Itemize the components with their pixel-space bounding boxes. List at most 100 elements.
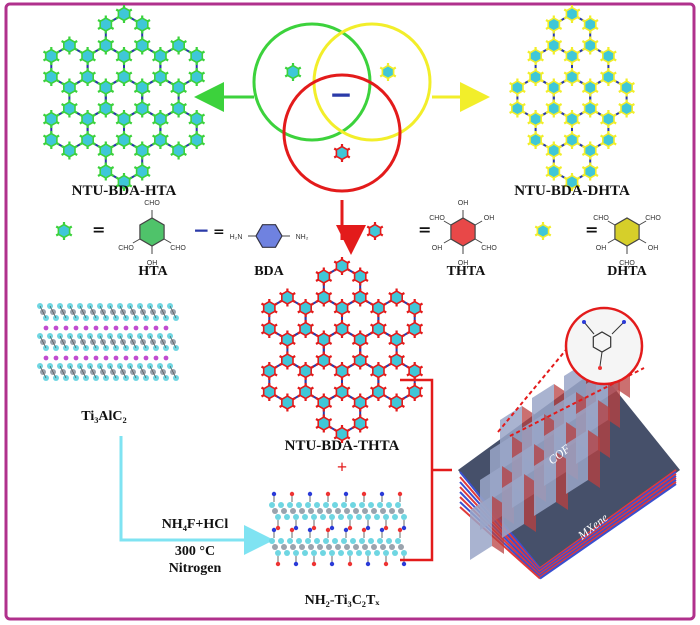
- atom: [335, 544, 341, 550]
- lattice-node: [79, 47, 96, 65]
- surface-group: [343, 527, 349, 533]
- atom: [383, 550, 389, 556]
- atom: [335, 508, 341, 514]
- al-atom: [63, 355, 69, 361]
- substituent-label: CHO: [429, 215, 445, 222]
- al-atom: [163, 355, 169, 361]
- substituent-label: CHO: [170, 245, 186, 252]
- lattice-node: [351, 288, 369, 307]
- lattice-node: [600, 131, 617, 149]
- lattice-node: [370, 320, 387, 338]
- frame-border: [4, 2, 696, 621]
- al-atom: [113, 325, 119, 331]
- lattice-node: [351, 330, 369, 349]
- surface-group: [365, 561, 371, 567]
- substituent-label: CHO: [593, 215, 609, 222]
- lattice-node: [509, 99, 526, 118]
- lattice-node: [563, 131, 581, 149]
- lattice-node: [333, 299, 351, 317]
- al-atom: [73, 355, 79, 361]
- lattice-node: [79, 68, 96, 86]
- substituent-label: OH: [458, 260, 469, 267]
- surface-group: [275, 561, 281, 567]
- lattice-node: [351, 414, 369, 433]
- lattice-node: [133, 15, 151, 34]
- lattice-node: [563, 68, 581, 86]
- atom: [344, 544, 350, 550]
- lattice-node: [279, 330, 296, 349]
- atom: [296, 502, 302, 508]
- surface-group: [361, 527, 367, 533]
- al-atom: [143, 355, 149, 361]
- substituent-label: OH: [432, 245, 443, 252]
- lattice-node: [97, 36, 115, 55]
- lattice-node: [97, 162, 115, 181]
- atom: [320, 550, 326, 556]
- equals-sign: =: [92, 220, 105, 239]
- lattice-node: [527, 131, 544, 149]
- lattice-node: [581, 99, 599, 118]
- atom: [350, 538, 356, 544]
- al-atom: [143, 325, 149, 331]
- lattice-node: [600, 110, 617, 128]
- substituent-label: OH: [458, 200, 469, 207]
- lattice-node: [260, 362, 278, 380]
- lattice-node: [42, 110, 60, 128]
- lattice-node: [618, 99, 635, 118]
- al-atom: [103, 355, 109, 361]
- surface-group: [361, 491, 367, 497]
- lattice-hta: [42, 5, 206, 191]
- bda-nh2-right: NH₂: [296, 234, 309, 241]
- substituent-label: CHO: [619, 260, 635, 267]
- atom: [347, 514, 353, 520]
- atom: [296, 538, 302, 544]
- atom: [302, 514, 308, 520]
- lattice-node: [618, 78, 635, 97]
- atom: [299, 508, 305, 514]
- lattice-node: [188, 68, 206, 86]
- label-hta: HTA: [138, 264, 168, 279]
- surface-group: [271, 491, 277, 497]
- substituent-label: OH: [596, 245, 607, 252]
- lattice-node: [370, 362, 387, 380]
- atom: [401, 550, 407, 556]
- lattice-node: [133, 99, 151, 118]
- legend-icon-thta: [366, 222, 384, 240]
- atom: [392, 514, 398, 520]
- lattice-node: [170, 36, 187, 55]
- zoom-circle: [564, 306, 644, 386]
- atom: [287, 538, 293, 544]
- lattice-node: [351, 267, 369, 286]
- label-reagent: NH₄F+HCl: [162, 517, 229, 532]
- atom: [344, 508, 350, 514]
- lattice-node: [581, 162, 599, 181]
- al-atom: [163, 325, 169, 331]
- lattice-node: [545, 99, 563, 118]
- venn-icon-hta: [284, 63, 302, 81]
- atom: [278, 538, 284, 544]
- atom: [290, 508, 296, 514]
- atom: [275, 514, 281, 520]
- atom: [392, 550, 398, 556]
- lattice-node: [279, 351, 296, 370]
- venn-icon-dhta: [379, 63, 397, 81]
- lattice-node: [170, 141, 187, 160]
- atom: [380, 544, 386, 550]
- atom: [272, 508, 278, 514]
- atom: [368, 502, 374, 508]
- surface-group: [401, 525, 407, 531]
- lattice-node: [563, 5, 581, 23]
- al-atom: [123, 355, 129, 361]
- al-atom: [153, 355, 159, 361]
- al-atom: [133, 325, 139, 331]
- atom: [356, 514, 362, 520]
- atom: [329, 550, 335, 556]
- legend-icon-hta: [55, 222, 73, 240]
- lattice-node: [545, 162, 563, 181]
- atom: [326, 508, 332, 514]
- surface-group: [401, 561, 407, 567]
- atom: [377, 502, 383, 508]
